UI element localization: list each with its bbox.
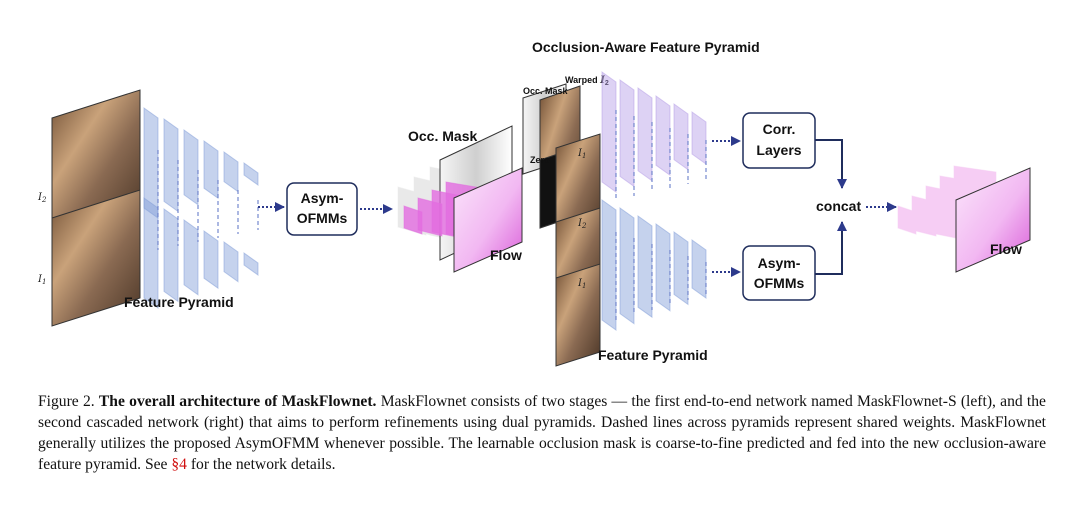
label-flow-right: Flow <box>990 241 1022 257</box>
pyramid-slab <box>203 140 219 200</box>
occ-aware-slab <box>691 111 707 165</box>
occ-aware-slab <box>673 103 689 171</box>
label-i1-left: I1 <box>37 274 46 286</box>
pyramid-slab <box>673 231 689 306</box>
pyramid-slab <box>183 219 199 296</box>
occ-aware-slab <box>619 79 635 188</box>
label-i2-left: I2 <box>37 192 47 204</box>
pyramid-slab <box>691 239 707 299</box>
occlusion-aware-feature-pyramid <box>601 71 707 200</box>
flow-image-final <box>955 167 1031 273</box>
label-feature-pyramid-right: Feature Pyramid <box>598 347 708 363</box>
asym-right-line1: Asym- <box>758 255 801 271</box>
corr-to-concat-line <box>815 139 847 189</box>
caption-fig-label: Figure 2. <box>38 393 99 410</box>
occ-aware-slab <box>601 71 617 193</box>
feature-pyramid-right <box>601 199 707 331</box>
caption-title: The overall architecture of MaskFlownet. <box>98 393 377 410</box>
architecture-diagram: I2 I1 Feature Pyramid Asym- OFMMs Occ. M… <box>37 39 1031 367</box>
label-i1-upper: I1 <box>577 148 586 160</box>
asym-right-line2: OFMMs <box>754 275 805 291</box>
caption-section-ref[interactable]: §4 <box>171 456 187 473</box>
final-flow-stack <box>897 165 1031 273</box>
occ-mask-flow-stack <box>397 125 523 273</box>
pyramid-slab <box>183 129 199 206</box>
label-flow-mid: Flow <box>490 247 522 263</box>
input-images-left <box>51 89 141 327</box>
asym-ofmm-box-left <box>286 182 358 236</box>
input-images-right-lower <box>555 207 601 367</box>
pyramid-slab <box>223 241 239 283</box>
image-i1 <box>51 189 141 327</box>
label-i2-lower: I2 <box>577 218 587 230</box>
pyramid-slab <box>203 230 219 290</box>
corr-line1: Corr. <box>763 121 796 137</box>
pyramid-slab <box>143 197 159 309</box>
asym-left-line1: Asym- <box>301 190 344 206</box>
occ-aware-slab <box>655 95 671 177</box>
asym-to-concat-line <box>815 221 847 275</box>
pyramid-slab <box>163 208 179 303</box>
pyramid-slab <box>601 199 617 331</box>
caption-body-2: for the network details. <box>186 456 336 473</box>
asym-left-line2: OFMMs <box>297 210 348 226</box>
pyramid-slab <box>655 223 671 312</box>
label-occ-aware-pyramid: Occlusion-Aware Feature Pyramid <box>532 39 760 55</box>
pyramid-slab <box>243 252 259 276</box>
caption-body-1: MaskFlownet consists of two stages — the… <box>38 393 1046 473</box>
feature-pyramid-left <box>143 107 259 309</box>
label-occ-mask: Occ. Mask <box>408 128 477 144</box>
occ-aware-slab <box>637 87 653 182</box>
label-occ-mask-small: Occ. Mask <box>523 86 569 96</box>
corr-line2: Layers <box>756 142 801 158</box>
occ-aware-inputs <box>522 83 601 237</box>
flow-image-mid <box>453 167 523 273</box>
label-concat: concat <box>816 198 861 214</box>
figure-caption: Figure 2. The overall architecture of Ma… <box>38 391 1046 475</box>
pyramid-slab <box>243 162 259 186</box>
pyramid-slab <box>637 215 653 319</box>
pyramid-slab <box>223 151 239 193</box>
label-i1-lower: I1 <box>577 278 586 290</box>
pyramid-slab <box>619 207 635 325</box>
label-feature-pyramid-left: Feature Pyramid <box>124 294 234 310</box>
label-zero: Zero <box>530 155 550 165</box>
pyramid-slab <box>163 118 179 213</box>
image-i1-lower <box>555 263 601 367</box>
